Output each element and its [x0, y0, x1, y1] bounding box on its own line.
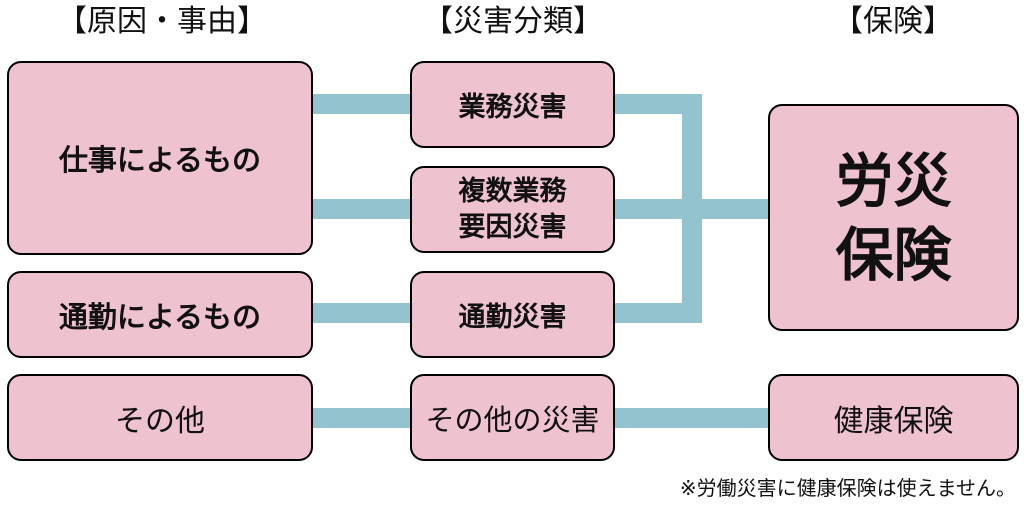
connector-bus-rousai — [682, 199, 768, 219]
connector-occupational-out — [615, 94, 702, 114]
cause-other-label: その他 — [115, 403, 205, 439]
class-occupational-label: 業務災害 — [458, 92, 567, 123]
cause-work-label: 仕事によるもの — [58, 143, 262, 177]
connector-multi-out — [615, 199, 702, 219]
cause-work-box: 仕事によるもの — [7, 61, 313, 255]
class-multi-box: 複数業務 要因災害 — [410, 166, 615, 253]
footnote: ※労働災害に健康保険は使えません。 — [679, 476, 1016, 500]
header-cause: 【原因・事由】 — [57, 4, 267, 39]
connector-commute — [313, 303, 410, 323]
header-classification: 【災害分類】 — [423, 4, 603, 39]
insurance-rousai-line1: 労災 — [835, 146, 952, 215]
cause-commute-box: 通勤によるもの — [7, 271, 313, 358]
connector-other-health — [615, 408, 768, 428]
cause-other-box: その他 — [7, 374, 313, 461]
connector-work-occupational — [313, 94, 410, 114]
class-multi-label-line1: 複数業務 — [458, 175, 567, 207]
insurance-rousai-line2: 保険 — [835, 220, 952, 289]
class-other-box: その他の災害 — [410, 374, 615, 461]
insurance-rousai-box: 労災 保険 — [768, 104, 1019, 331]
connector-work-multi — [313, 199, 410, 219]
insurance-health-box: 健康保険 — [768, 374, 1019, 461]
cause-commute-label: 通勤によるもの — [58, 299, 262, 334]
class-occupational-box: 業務災害 — [410, 61, 615, 148]
class-other-label: その他の災害 — [425, 402, 600, 437]
connector-commute-out — [615, 303, 702, 323]
insurance-health-label: 健康保険 — [833, 403, 954, 439]
class-multi-label-line2: 要因災害 — [458, 211, 567, 243]
class-commute-label: 通勤災害 — [458, 302, 567, 333]
header-insurance: 【保険】 — [833, 4, 953, 39]
connector-other — [313, 408, 410, 428]
class-commute-box: 通勤災害 — [410, 271, 615, 358]
